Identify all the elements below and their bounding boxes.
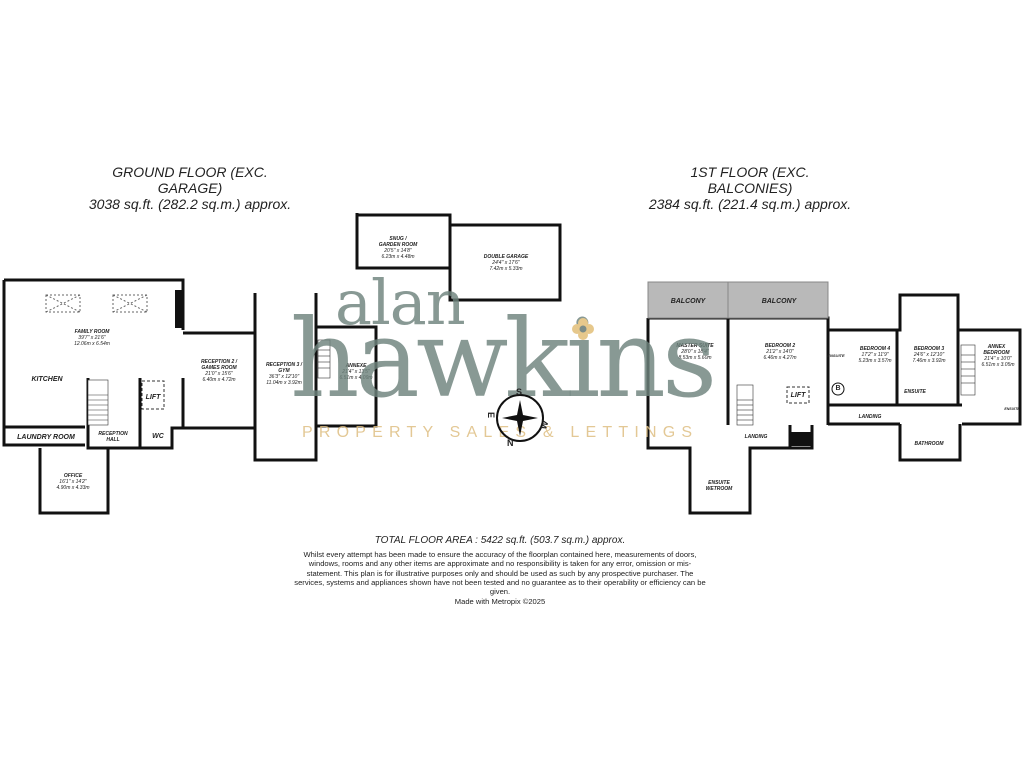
watermark-alan: alan	[335, 266, 466, 339]
ground-floor-title-line1: GROUND FLOOR (EXC.	[112, 164, 268, 180]
first-floor-title-line2: BALCONIES)	[707, 180, 793, 196]
room-landing-1: LANDING	[744, 434, 768, 440]
room-bedroom-2: BEDROOM 2 21'2" x 14'0" 6.46m x 4.27m	[763, 343, 797, 361]
room-ensuite-bed3: ENSUITE	[904, 389, 926, 395]
ground-floor-area: 3038 sq.ft. (282.2 sq.m.) approx.	[88, 196, 292, 212]
room-annexe: ANNEXE 21'4" x 13'5" 6.51m x 4.09m	[339, 363, 373, 381]
total-floor-area: TOTAL FLOOR AREA : 5422 sq.ft. (503.7 sq…	[374, 535, 626, 546]
room-ensuite-bed2: ENSUITE	[827, 353, 845, 358]
room-reception-3: RECEPTION 3 / GYM 36'3" x 12'10" 11.04m …	[265, 362, 303, 386]
watermark-tagline: PROPERTY SALES & LETTINGS	[302, 424, 699, 441]
room-bedroom-4: BEDROOM 4 17'2" x 11'9" 5.23m x 3.57m	[858, 346, 892, 364]
flower-logo-icon	[572, 318, 594, 340]
compass-e: E	[486, 411, 497, 419]
watermark-hawkins: hawkins	[290, 297, 717, 422]
room-wc: WC	[152, 433, 164, 440]
room-laundry: LAUNDRY ROOM	[17, 434, 75, 441]
ground-floor-heading: GROUND FLOOR (EXC. GARAGE) 3038 sq.ft. (…	[60, 164, 320, 212]
room-lift-first: LIFT	[790, 392, 806, 399]
compass-icon: S N E W	[486, 387, 550, 448]
room-double-garage: DOUBLE GARAGE 24'4" x 17'6" 7.42m x 5.33…	[483, 254, 529, 272]
room-office: OFFICE 16'1" x 14'2" 4.90m x 4.33m	[56, 473, 90, 491]
made-with-credit: Made with Metropix ©2025	[454, 597, 546, 606]
room-balcony-2: BALCONY	[761, 298, 797, 305]
room-balcony-1: BALCONY	[670, 298, 706, 305]
room-annex-bedroom: ANNEX BEDROOM 21'4" x 10'0" 6.51m x 3.05…	[981, 344, 1015, 368]
room-bathroom: BATHROOM	[914, 441, 944, 447]
compass-n: N	[507, 438, 514, 448]
room-ensuite-annex: ENSUITE	[1004, 407, 1020, 411]
room-ensuite-wetroom: ENSUITE WETROOM	[705, 480, 733, 492]
room-landing-2: LANDING	[858, 414, 882, 420]
room-master-suite: MASTER SUITE 28'0" x 18'4" 8.53m x 5.60m	[676, 343, 714, 361]
room-reception-2: RECEPTION 2 / GAMES ROOM 21'0" x 15'6" 6…	[200, 359, 238, 383]
room-bedroom-3: BEDROOM 3 24'6" x 12'10" 7.46m x 3.92m	[912, 346, 946, 364]
first-floor-title-line1: 1ST FLOOR (EXC.	[690, 164, 810, 180]
balcony-1-shape	[647, 281, 729, 319]
room-kitchen: KITCHEN	[31, 376, 63, 383]
room-reception-hall: RECEPTION HALL	[98, 431, 128, 443]
first-floor-area: 2384 sq.ft. (221.4 sq.m.) approx.	[648, 196, 852, 212]
boiler-symbol: B	[835, 385, 841, 392]
room-family-room: FAMILY ROOM 39'7" x 21'6" 12.06m x 6.54m	[74, 329, 110, 347]
ground-floor-title-line2: GARAGE)	[157, 180, 223, 196]
disclaimer: Whilst every attempt has been made to en…	[294, 550, 706, 597]
room-snug: SNUG / GARDEN ROOM 20'5" x 14'8" 6.23m x…	[378, 236, 418, 260]
room-lift-ground: LIFT	[145, 394, 161, 401]
first-floor-heading: 1ST FLOOR (EXC. BALCONIES) 2384 sq.ft. (…	[620, 164, 880, 212]
balcony-2-shape	[727, 281, 829, 319]
compass-s: S	[516, 387, 523, 397]
